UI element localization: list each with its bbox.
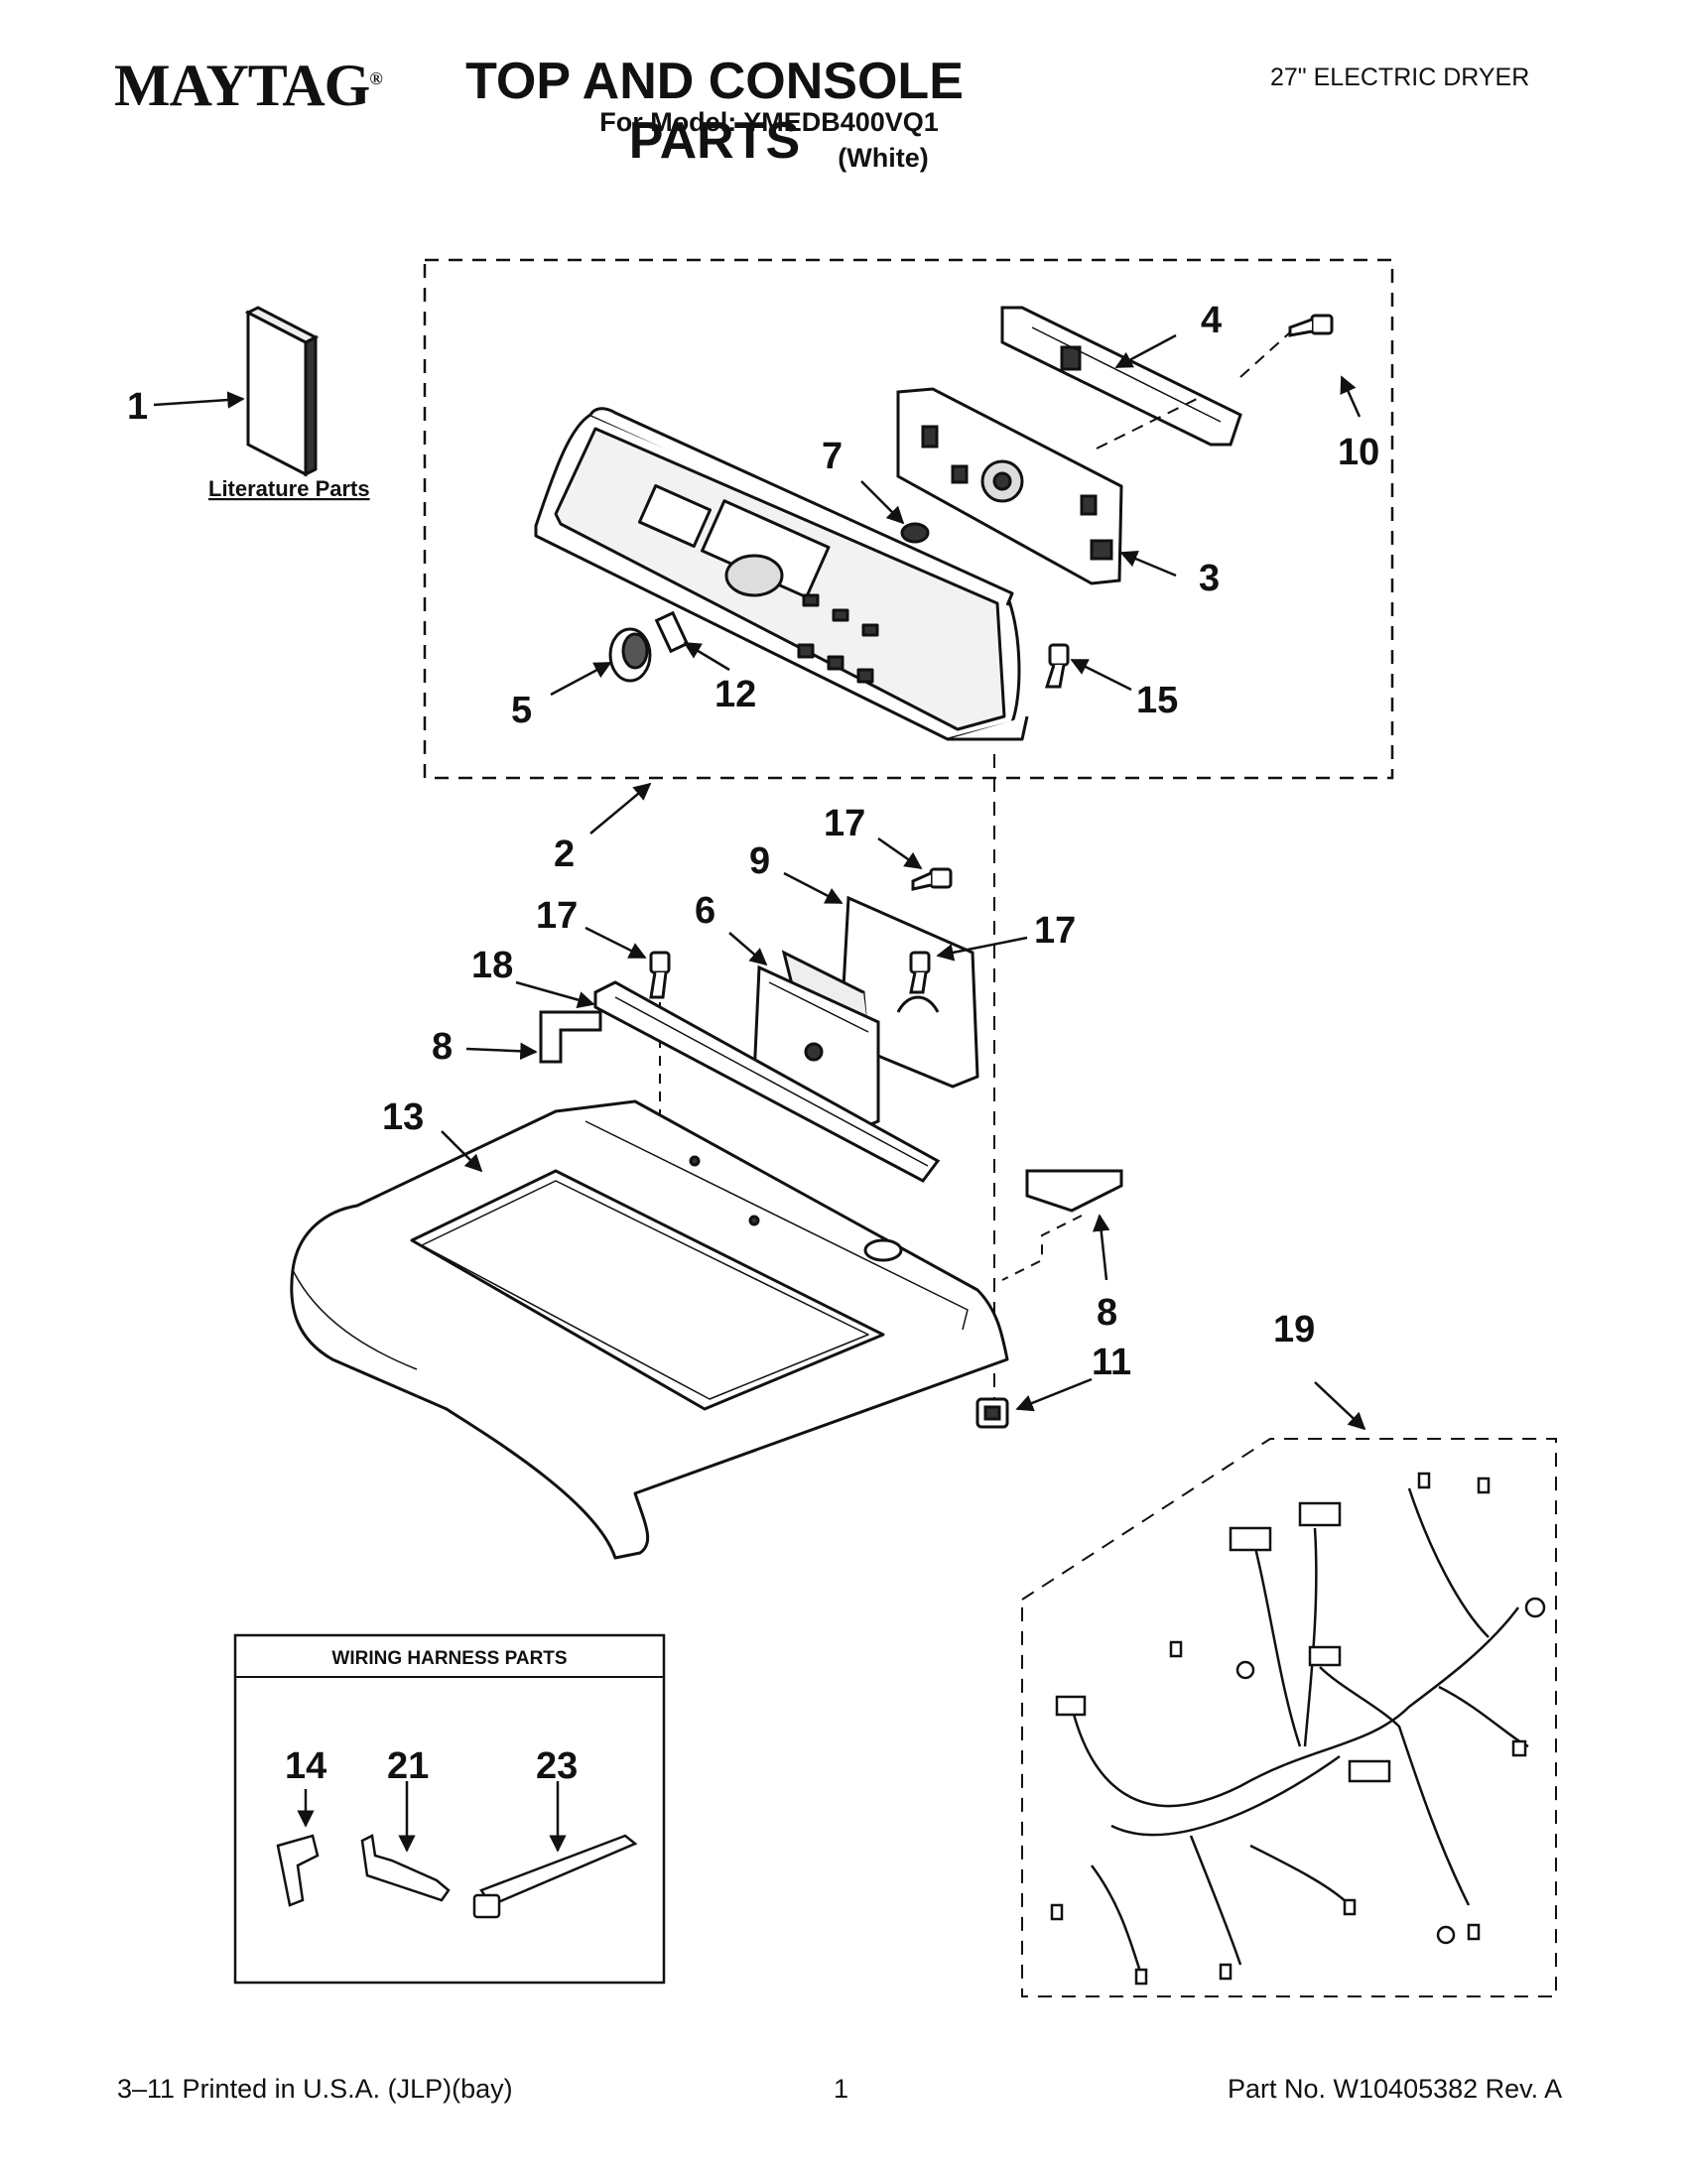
part-17-screw-top <box>911 867 953 891</box>
callout-2: 2 <box>554 834 575 875</box>
wiring-parts-box <box>233 1633 666 1985</box>
callout-23: 23 <box>536 1745 578 1787</box>
part-14-clip <box>276 1834 320 1907</box>
harness-connectors <box>1050 1472 1527 1986</box>
literature-label: Literature Parts <box>208 476 370 501</box>
callout-1: 1 <box>127 386 148 428</box>
page-title: TOP AND CONSOLE PARTS <box>465 53 964 170</box>
part-17-screw-right <box>909 951 931 994</box>
part-5-knob <box>608 627 652 683</box>
callout-13: 13 <box>382 1096 424 1138</box>
part-8-seal-left <box>539 1010 602 1064</box>
registered-mark: ® <box>369 68 382 88</box>
callout-5: 5 <box>511 690 532 731</box>
console-housing <box>534 407 1029 741</box>
callout-8-left: 8 <box>432 1026 453 1068</box>
callout-8-right: 8 <box>1097 1292 1117 1334</box>
callout-12: 12 <box>714 674 756 715</box>
literature-parts-book <box>244 306 320 477</box>
part-7-gasket <box>900 522 930 544</box>
brand-name: MAYTAG <box>114 53 370 118</box>
part-21-terminal <box>360 1834 451 1902</box>
callout-14: 14 <box>285 1745 326 1787</box>
part-3-ui-board <box>896 387 1123 585</box>
brand-logo: MAYTAG® <box>114 52 383 120</box>
footer-page-number: 1 <box>834 2074 849 2104</box>
color-line: (White) <box>838 143 929 173</box>
callout-15: 15 <box>1136 680 1178 721</box>
part-18-strip <box>593 980 941 1183</box>
part-13-top-panel <box>290 1099 1009 1560</box>
part-15-screw <box>1044 643 1070 689</box>
callout-21: 21 <box>387 1745 429 1787</box>
part-23-cable-tie <box>472 1834 638 1919</box>
callout-18: 18 <box>471 945 513 986</box>
guide-line-seal-right <box>1001 1215 1083 1281</box>
callout-19: 19 <box>1273 1309 1315 1350</box>
callout-labels: 1 2 3 4 5 6 7 8 8 9 10 11 12 13 14 15 17… <box>127 300 1379 1787</box>
part-4-display-board <box>1000 306 1242 447</box>
callout-10: 10 <box>1338 432 1379 473</box>
guide-line-screw <box>1239 331 1291 378</box>
part-10-screw <box>1288 314 1334 337</box>
product-type: 27" ELECTRIC DRYER <box>1270 64 1530 91</box>
callout-11: 11 <box>1092 1342 1131 1383</box>
callout-17-left: 17 <box>536 895 578 937</box>
part-8-seal-right <box>1025 1169 1123 1213</box>
callout-4: 4 <box>1201 300 1222 341</box>
model-line: For Model: YMEDB400VQ1 <box>599 107 939 137</box>
part-17-screw-left <box>649 951 671 999</box>
part-19-wiring-harness <box>1070 1487 1529 1976</box>
footer-print-info: 3–11 Printed in U.S.A. (JLP)(bay) <box>117 2074 513 2104</box>
callout-7: 7 <box>822 436 843 477</box>
footer-part-number: Part No. W10405382 Rev. A <box>1228 2074 1563 2104</box>
part-12-shaft <box>654 610 690 654</box>
harness-dashed-frame <box>1021 1438 1557 1997</box>
callout-9: 9 <box>749 840 770 882</box>
callout-17-top: 17 <box>824 803 865 844</box>
harness-ring-terminals <box>1235 1597 1546 1945</box>
callout-17-right: 17 <box>1034 910 1076 952</box>
console-assembly-box <box>423 258 1394 780</box>
part-11-foot <box>975 1397 1009 1429</box>
callout-3: 3 <box>1199 558 1220 599</box>
leader-arrows <box>153 333 1366 1853</box>
callout-6: 6 <box>695 890 715 932</box>
wiring-box-title: WIRING HARNESS PARTS <box>331 1648 567 1669</box>
